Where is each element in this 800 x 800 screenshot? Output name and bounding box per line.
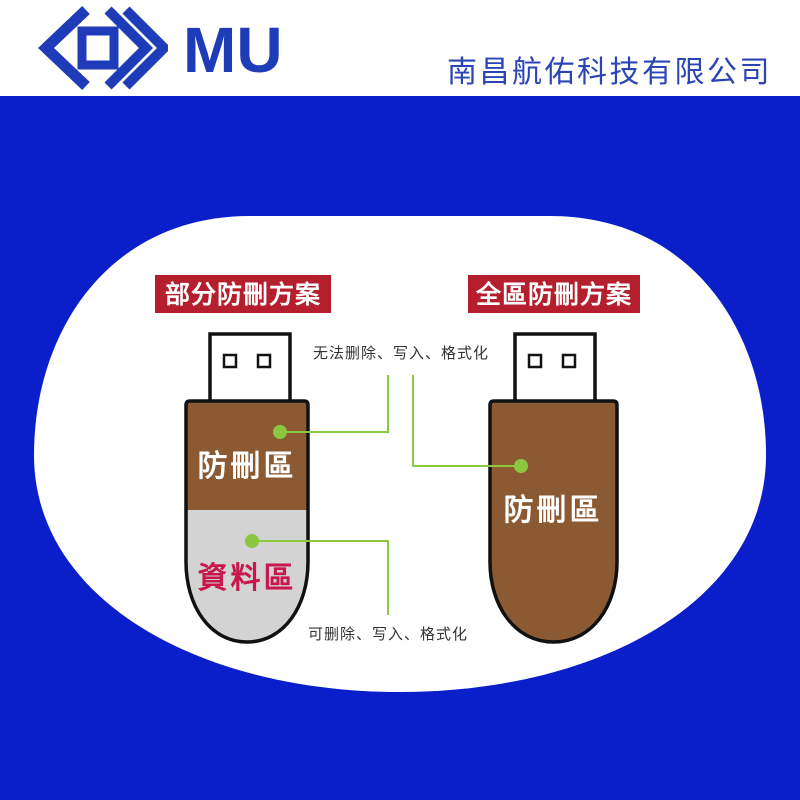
callout-line-full-protected	[412, 375, 521, 467]
full-scheme-label-bg	[468, 275, 640, 313]
partial-usb-body-fill	[186, 401, 308, 642]
company-name: 南昌航佑科技有限公司	[447, 55, 772, 90]
full-scheme-title: 全區防刪方案	[475, 280, 632, 309]
callout-dot	[245, 534, 259, 548]
usb-partition-diagram: 部分防刪方案 全區防刪方案 防刪區 資料區 防刪區	[0, 96, 800, 800]
callout-line-data-zone	[252, 540, 389, 615]
data-zone-note: 可删除、写入、格式化	[308, 625, 468, 643]
protected-zone-note: 无法删除、写入、格式化	[313, 344, 489, 362]
callout-dot	[514, 459, 528, 473]
partial-usb-drive: 防刪區 資料區	[184, 332, 310, 644]
usb-connector	[513, 332, 597, 408]
partial-scheme-title: 部分防刪方案	[165, 280, 321, 309]
white-oval-backdrop	[34, 216, 766, 692]
usb-contact-hole	[527, 353, 543, 369]
usb-contact-hole	[256, 353, 272, 369]
callout-lines	[252, 375, 521, 615]
partial-scheme-label-bg	[155, 275, 331, 313]
callout-line-partial-protected	[280, 375, 389, 433]
usb-connector	[208, 332, 292, 408]
logo-strokes	[38, 6, 168, 90]
brand-name: MU	[183, 14, 283, 86]
usb-contact-hole	[222, 353, 238, 369]
partial-protected-zone-label: 防刪區	[198, 449, 297, 484]
data-zone	[186, 510, 308, 642]
data-zone-label: 資料區	[198, 561, 297, 596]
partial-scheme-label: 部分防刪方案	[155, 275, 331, 313]
usb-contact-hole	[561, 353, 577, 369]
logo-right-chevron-inner	[104, 6, 154, 90]
full-protected-zone-label: 防刪區	[504, 493, 603, 528]
callout-dot	[273, 425, 287, 439]
logo-right-chevron-outer	[122, 6, 168, 90]
protected-zone	[186, 401, 308, 510]
logo-center-square	[77, 26, 119, 70]
usb-body-outline	[184, 399, 310, 644]
mu-logo-icon	[38, 6, 168, 90]
logo-left-chevron	[38, 6, 90, 90]
full-scheme-label: 全區防刪方案	[468, 275, 640, 313]
header-bar: MU 南昌航佑科技有限公司	[0, 0, 800, 96]
